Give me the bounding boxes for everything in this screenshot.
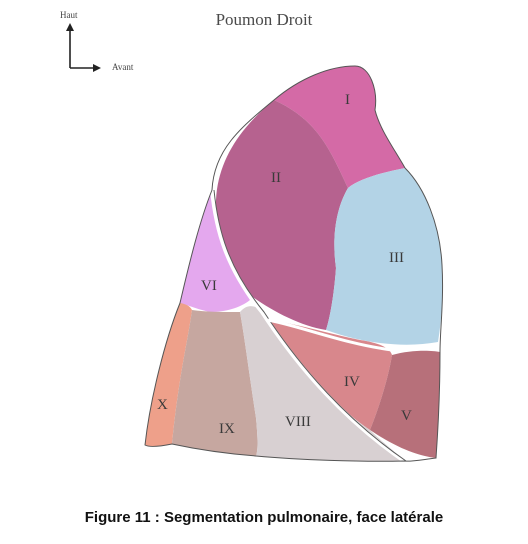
label-X: X bbox=[157, 397, 168, 413]
oblique-fissure bbox=[210, 189, 406, 463]
segment-IV bbox=[268, 320, 392, 430]
orientation-arrows bbox=[66, 23, 101, 72]
segment-V bbox=[370, 350, 440, 458]
diagram-title: Poumon Droit bbox=[215, 10, 313, 29]
segment-IX bbox=[172, 310, 258, 456]
oblique-fissure-edge bbox=[213, 189, 407, 462]
segment-II bbox=[215, 100, 348, 330]
orientation-indicator: Haut Avant bbox=[48, 10, 158, 80]
label-V: V bbox=[401, 408, 412, 424]
label-VIII: VIII bbox=[285, 414, 311, 430]
segment-X bbox=[145, 303, 192, 447]
horizontal-fissure bbox=[267, 318, 441, 352]
arrow-up-icon bbox=[66, 23, 74, 31]
front-label: Avant bbox=[112, 62, 134, 72]
segment-VIII bbox=[240, 306, 404, 462]
label-IX: IX bbox=[219, 421, 235, 437]
segment-VI bbox=[180, 190, 250, 312]
label-III: III bbox=[389, 250, 404, 266]
figure-caption: Figure 11 : Segmentation pulmonaire, fac… bbox=[84, 509, 444, 526]
label-IV: IV bbox=[344, 374, 360, 390]
label-VI: VI bbox=[201, 278, 217, 294]
up-label: Haut bbox=[60, 10, 78, 20]
label-II: II bbox=[271, 170, 281, 186]
segment-I bbox=[274, 66, 405, 188]
segment-III bbox=[326, 168, 443, 345]
label-I: I bbox=[345, 92, 350, 108]
lung-outline bbox=[144, 65, 444, 462]
arrow-right-icon bbox=[93, 64, 101, 72]
